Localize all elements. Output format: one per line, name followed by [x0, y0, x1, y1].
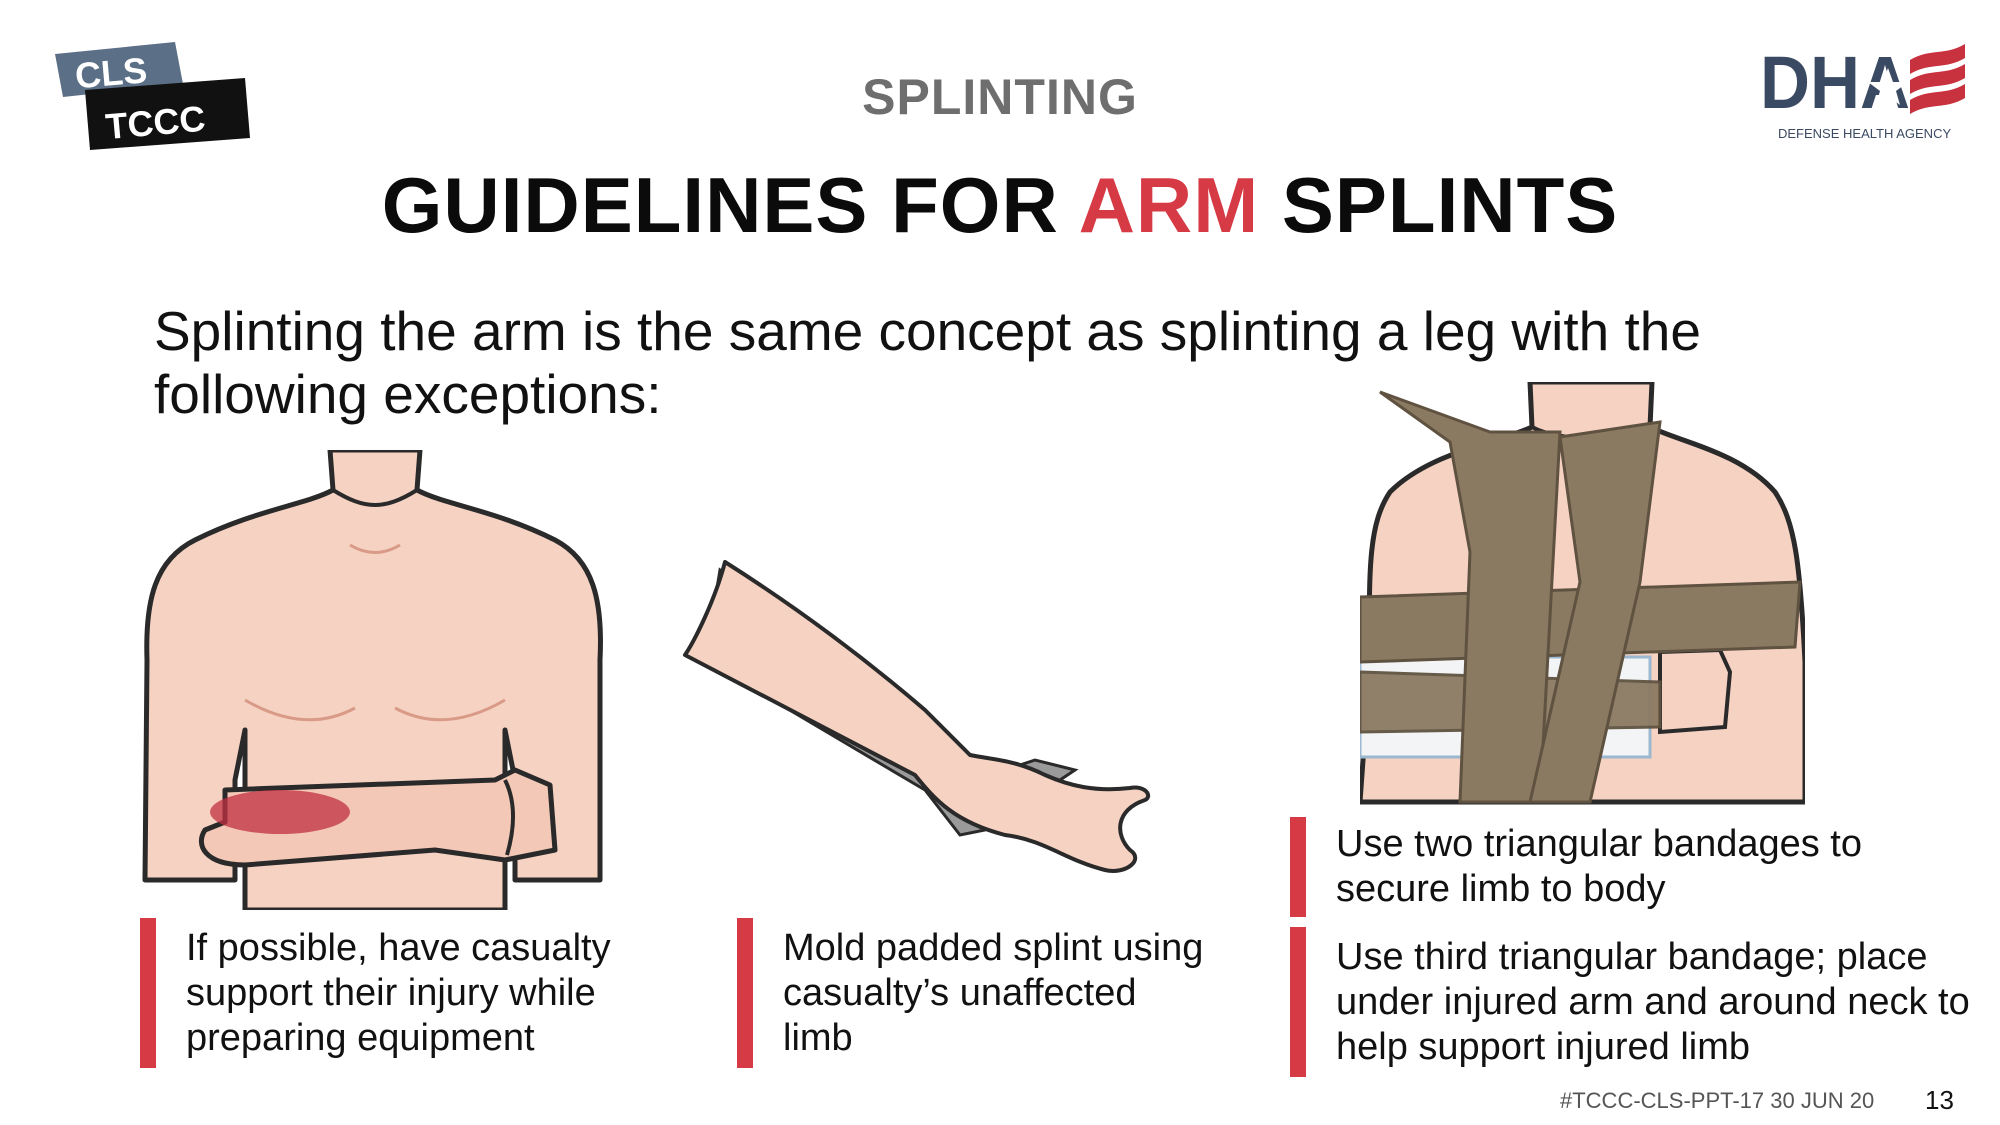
callout-text: Use two triangular bandages to secure li… — [1336, 823, 1862, 910]
title-part-2: SPLINTS — [1259, 161, 1619, 249]
injured-arm-torso-illustration — [142, 450, 603, 910]
star-icon — [1868, 68, 1908, 105]
callout-two-bandages: Use two triangular bandages to secure li… — [1290, 817, 1950, 917]
callout-text: Mold padded splint using casualty’s unaf… — [783, 926, 1204, 1059]
title-accent-word: ARM — [1078, 161, 1260, 249]
intro-paragraph: Splinting the arm is the same concept as… — [154, 300, 1701, 425]
callout-accent-bar — [737, 918, 753, 1068]
footer-document-code: #TCCC-CLS-PPT-17 30 JUN 20 — [1560, 1088, 1875, 1113]
slide-title: GUIDELINES FOR ARM SPLINTS — [0, 160, 2000, 251]
callout-accent-bar — [140, 918, 156, 1068]
wound-mark — [210, 790, 350, 834]
cls-tccc-logo: CLS TCCC — [55, 42, 250, 150]
page-number: 13 — [1925, 1085, 1954, 1115]
title-part-1: GUIDELINES FOR — [381, 161, 1079, 249]
dha-tagline: DEFENSE HEALTH AGENCY — [1778, 126, 1951, 141]
tccc-logo-text: TCCC — [104, 98, 207, 148]
dha-logo: DHA DEFENSE HEALTH AGENCY — [1760, 41, 1965, 141]
callout-text: If possible, have casualty support their… — [186, 926, 611, 1059]
sling-bandage-illustration — [1360, 382, 1805, 805]
callout-mold-splint: Mold padded splint using casualty’s unaf… — [737, 918, 1207, 1068]
callout-third-bandage: Use third triangular bandage; place unde… — [1290, 927, 1970, 1077]
section-label: SPLINTING — [862, 69, 1138, 125]
callout-accent-bar — [1290, 927, 1306, 1077]
callout-support-injury: If possible, have casualty support their… — [140, 918, 660, 1068]
callout-text: Use third triangular bandage; place unde… — [1336, 935, 1970, 1068]
splint-mold-arm-illustration — [683, 560, 1151, 873]
callout-accent-bar — [1290, 817, 1306, 917]
